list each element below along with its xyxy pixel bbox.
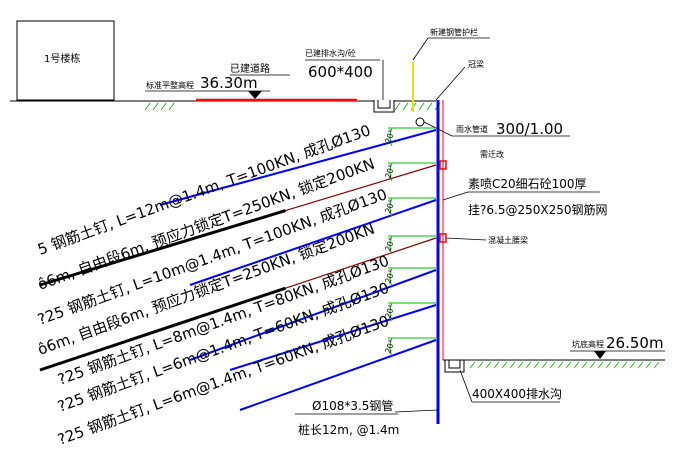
ground-hatch: [144, 102, 441, 111]
hatch-mark: [549, 361, 556, 369]
hatch-mark: [394, 102, 401, 111]
bottom-drain-label: 400X400排水沟: [472, 387, 562, 401]
railing-label: 新建钢管护栏: [430, 27, 478, 37]
hatch-mark: [605, 361, 612, 369]
hatch-mark: [557, 361, 564, 369]
angle-arc: [389, 235, 393, 255]
hatch-mark: [629, 361, 636, 369]
hatch-mark: [637, 361, 644, 369]
rain-pipe: [415, 117, 425, 127]
angle-label: 20°: [383, 338, 396, 354]
ground-level-marker: [248, 91, 262, 99]
angle-arc: [389, 197, 393, 217]
hatch-mark: [581, 361, 588, 369]
waler-label: 混凝土腰梁: [488, 235, 528, 245]
angle-label: 20°: [383, 236, 396, 252]
hatch-mark: [525, 361, 532, 369]
cap-beam-leader: [435, 66, 466, 101]
railing-leader: [412, 37, 429, 61]
hatch-mark: [541, 361, 548, 369]
pit-bottom-marker: [594, 351, 606, 359]
soil-nail: [189, 269, 437, 361]
angle-arc: [389, 127, 393, 147]
waler-block: [439, 233, 447, 243]
hatch-mark: [469, 361, 476, 369]
hatch-mark: [493, 361, 500, 369]
hatch-mark: [613, 361, 620, 369]
pile-line2: 桩长12m, @1.4m: [298, 422, 399, 437]
pit-bottom-label: 坑底高程: [572, 339, 604, 349]
bottom-drain: [444, 360, 465, 373]
top-drain-label: 已建排水沟/砼: [305, 48, 356, 58]
bottom-drain-leader: [459, 369, 473, 403]
shotcrete-leader: [442, 191, 469, 201]
hatch-mark: [144, 102, 151, 111]
angle-arc: [389, 302, 393, 322]
shotcrete-line2: 挂?6.5@250X250钢筋网: [468, 202, 607, 217]
rain-pipe-size: 300/1.00: [496, 120, 563, 138]
rain-pipe-note: 需迁改: [480, 149, 504, 159]
anchor-free-segment: [285, 164, 437, 212]
building-outline: [16, 20, 115, 101]
hatch-mark: [565, 361, 572, 369]
building-label: 1号楼栋: [44, 52, 80, 65]
pile-leader: [394, 409, 439, 413]
hatch-mark: [621, 361, 628, 369]
hatch-mark: [426, 102, 433, 111]
hatch-mark: [160, 102, 167, 111]
soil-nail: [189, 199, 437, 286]
waler-leader: [445, 237, 487, 241]
hatch-mark: [589, 361, 596, 369]
hatch-mark: [485, 361, 492, 369]
ground-level-label: 标准平整高程: [146, 80, 194, 90]
cap-beam-label: 冠梁: [468, 60, 484, 69]
pit-bottom-hatch: [469, 361, 660, 369]
road-label: 已建道路: [230, 62, 270, 75]
pile-line1: Ø108*3.5钢管: [312, 398, 393, 413]
shotcrete-line1: 素喷C20细石砼100厚: [468, 177, 587, 191]
hatch-mark: [501, 361, 508, 369]
ground-level-value: 36.30m: [200, 74, 258, 92]
hatch-mark: [509, 361, 516, 369]
waler-block: [439, 160, 447, 170]
soil-nail: [229, 304, 437, 371]
hatch-mark: [645, 361, 652, 369]
pit-bottom-value: 26.50m: [606, 334, 664, 352]
hatch-mark: [152, 102, 159, 111]
hatch-mark: [597, 361, 604, 369]
top-drain-size: 600*400: [308, 63, 373, 81]
rain-pipe-label: 雨水管道: [456, 124, 488, 134]
angle-arc: [389, 162, 393, 182]
top-drain: [373, 100, 395, 113]
anchor-free-segment: [285, 237, 437, 289]
hatch-mark: [402, 102, 409, 111]
angle-arc: [389, 267, 393, 287]
hatch-mark: [573, 361, 580, 369]
hatch-mark: [517, 361, 524, 369]
anchor-bonded-segment: [39, 286, 286, 372]
angle-arc: [389, 337, 393, 357]
rain-pipe-leader: [423, 121, 453, 137]
hatch-mark: [653, 361, 660, 369]
hatch-mark: [168, 102, 175, 111]
soil-nail: [239, 339, 437, 411]
hatch-mark: [418, 102, 425, 111]
hatch-mark: [533, 361, 540, 369]
hatch-mark: [477, 361, 484, 369]
soil-nail: [159, 129, 437, 206]
anchor-bonded-segment: [39, 209, 286, 287]
